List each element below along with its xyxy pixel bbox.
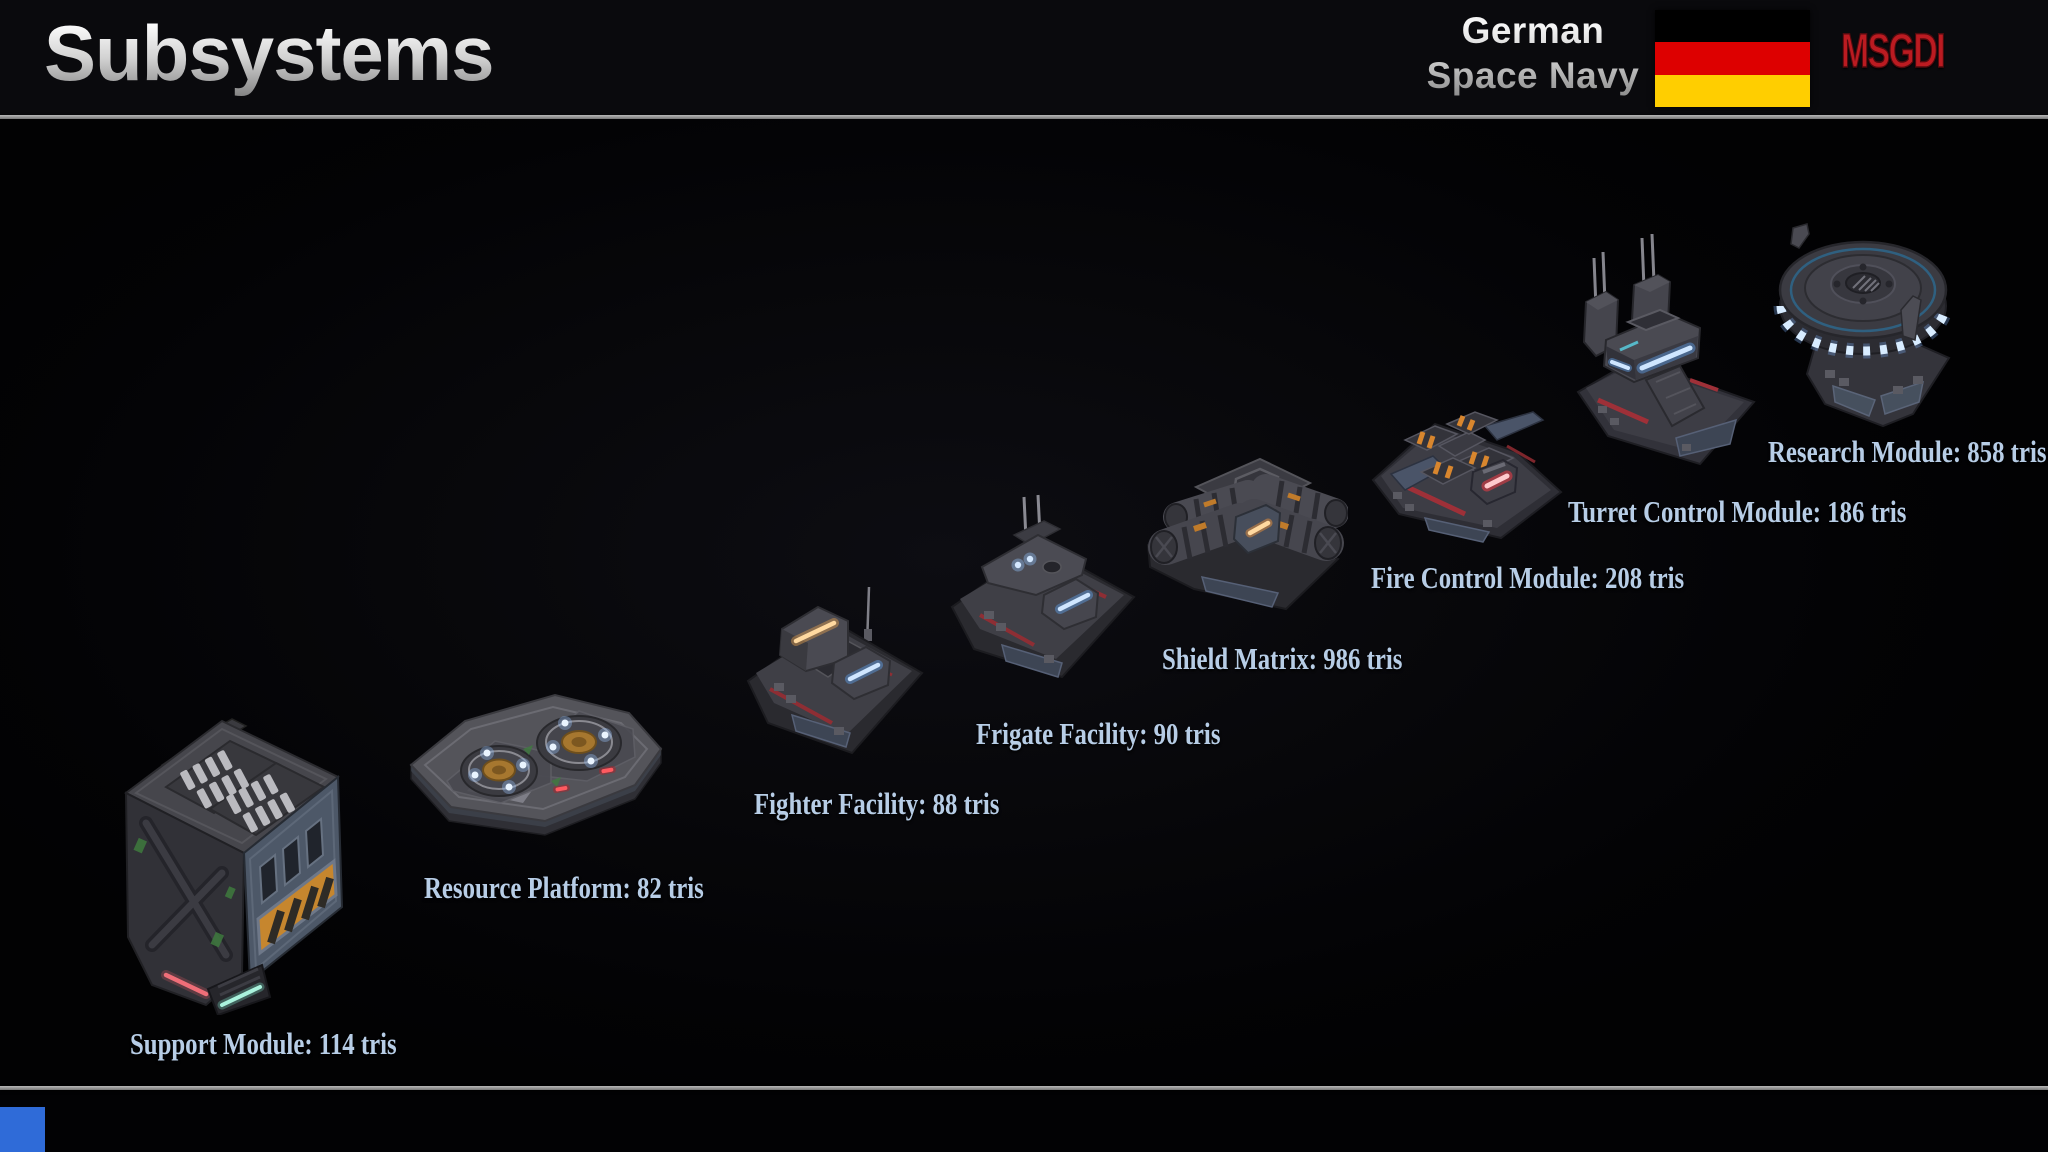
model-support-module [110, 705, 350, 1020]
brand-line1: German [1461, 10, 1605, 51]
corner-accent-square [0, 1107, 45, 1152]
research-module-render [1773, 223, 1953, 428]
label-shield-matrix: Shield Matrix: 986 tris [1162, 641, 1403, 676]
flag-stripe-gold [1655, 74, 1810, 107]
model-fighter-facility [740, 565, 930, 765]
model-frigate-facility [944, 483, 1144, 688]
msgdi-logo: MSGDI [1840, 24, 1946, 79]
brand-name: German Space Navy [1373, 8, 1693, 98]
frigate-facility-render [950, 494, 1136, 679]
label-research-module: Research Module: 858 tris [1768, 434, 2047, 469]
model-research-module [1763, 218, 1978, 438]
page-title: Subsystems [44, 9, 495, 97]
model-turret-control-module [1572, 230, 1762, 485]
model-shield-matrix [1138, 425, 1349, 620]
support-module-render [124, 718, 344, 1017]
model-resource-platform [403, 685, 668, 845]
label-turret-control-module: Turret Control Module: 186 tris [1568, 494, 1907, 529]
render-scene: Support Module: 114 tris Resource Platfo… [0, 119, 2048, 1086]
shield-matrix-render [1146, 457, 1349, 611]
flag-stripe-red [1655, 42, 1810, 75]
turret-control-module-render [1576, 233, 1756, 466]
label-frigate-facility: Frigate Facility: 90 tris [976, 716, 1221, 751]
model-fire-control-module [1365, 380, 1570, 550]
brand-line2: Space Navy [1426, 55, 1640, 96]
label-fire-control-module: Fire Control Module: 208 tris [1371, 560, 1685, 595]
label-support-module: Support Module: 114 tris [130, 1026, 397, 1061]
german-flag-icon [1655, 10, 1810, 107]
footer-divider [0, 1086, 2048, 1090]
resource-platform-render [409, 693, 663, 836]
fighter-facility-render [746, 586, 924, 755]
label-resource-platform: Resource Platform: 82 tris [424, 870, 704, 905]
header-bar: Subsystems German Space Navy MSGDI [0, 0, 2048, 115]
header-divider [0, 115, 2048, 119]
label-fighter-facility: Fighter Facility: 88 tris [754, 786, 1000, 821]
fire-control-module-render [1371, 411, 1563, 543]
flag-stripe-black [1655, 10, 1810, 43]
